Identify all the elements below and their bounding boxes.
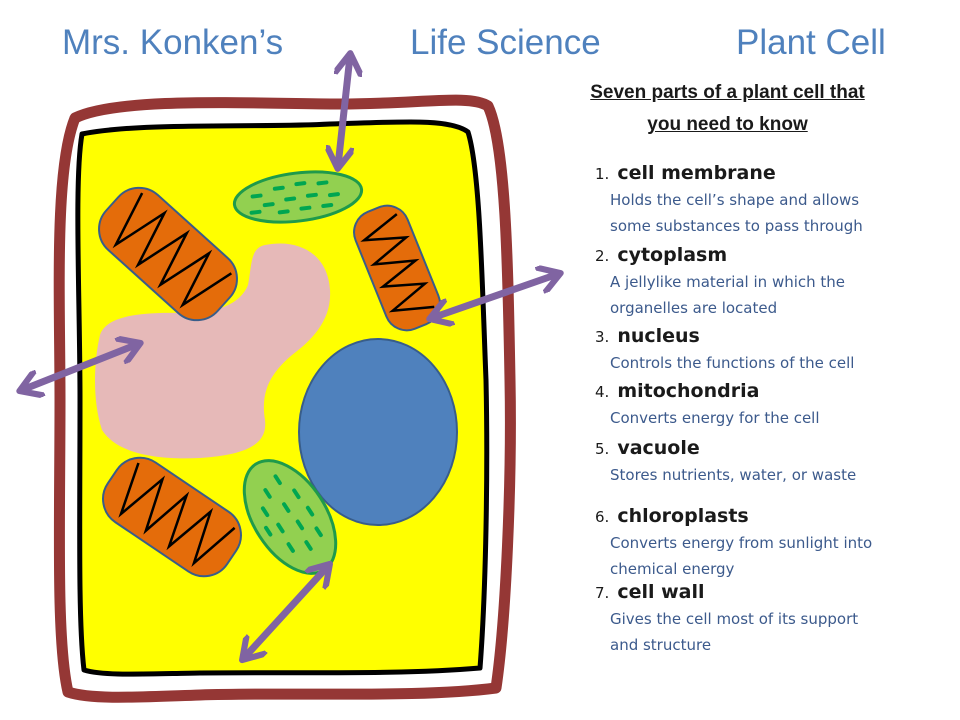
part-number: 3.: [595, 328, 610, 346]
part-description: Controls the functions of the cell: [610, 354, 855, 372]
part-name: cell membrane: [617, 162, 776, 184]
part-name: cell wall: [617, 581, 705, 603]
arrow-cell-wall-left: [22, 344, 138, 390]
part-description: Converts energy from sunlight into: [610, 534, 873, 552]
part-number: 2.: [595, 247, 610, 265]
part-description: Holds the cell’s shape and allows: [610, 191, 860, 209]
part-item: 7. cell wall Gives the cell most of its s…: [595, 581, 940, 658]
part-item: 2. cytoplasm A jellylike material in whic…: [595, 244, 940, 321]
part-name: vacuole: [617, 437, 700, 459]
part-description: and structure: [610, 636, 712, 654]
part-item: 1. cell membrane Holds the cell’s shape a…: [595, 162, 940, 239]
part-item: 6. chloroplasts Converts energy from sunl…: [595, 505, 940, 582]
part-name: nucleus: [617, 325, 700, 347]
nucleus: [298, 338, 458, 526]
arrow-mitochondria-right: [432, 274, 558, 318]
part-item: 4. mitochondria Converts energy for the c…: [595, 380, 940, 431]
mitochondrion: [102, 456, 242, 578]
arrow-chloroplast-bottom: [244, 566, 328, 658]
part-name: chloroplasts: [617, 505, 749, 527]
part-description: Stores nutrients, water, or waste: [610, 466, 857, 484]
part-description: organelles are located: [610, 299, 778, 317]
chloroplast: [242, 459, 338, 575]
vacuole: [95, 243, 331, 459]
parts-heading-line-1: Seven parts of a plant cell that: [590, 82, 865, 103]
part-name: mitochondria: [617, 380, 760, 402]
part-number: 6.: [595, 508, 610, 526]
title-subject: Life Science: [410, 23, 601, 62]
parts-heading-line-2: you need to know: [647, 114, 808, 135]
part-description: some substances to pass through: [610, 217, 863, 235]
part-number: 7.: [595, 584, 610, 602]
title-topic: Plant Cell: [736, 23, 886, 62]
mitochondrion: [98, 186, 238, 322]
chloroplast: [232, 170, 364, 224]
part-description: Gives the cell most of its support: [610, 610, 859, 628]
mitochondrion: [353, 204, 441, 332]
part-name: cytoplasm: [617, 244, 728, 266]
part-description: chemical energy: [610, 560, 735, 578]
part-description: A jellylike material in which the: [610, 273, 846, 291]
part-item: 3. nucleus Controls the functions of the …: [595, 325, 940, 376]
arrow-cell-wall-top: [338, 56, 350, 166]
part-number: 1.: [595, 165, 610, 183]
part-number: 5.: [595, 440, 610, 458]
part-number: 4.: [595, 383, 610, 401]
title-teacher: Mrs. Konken’s: [62, 23, 284, 62]
part-item: 5. vacuole Stores nutrients, water, or wa…: [595, 437, 940, 488]
part-description: Converts energy for the cell: [610, 409, 820, 427]
